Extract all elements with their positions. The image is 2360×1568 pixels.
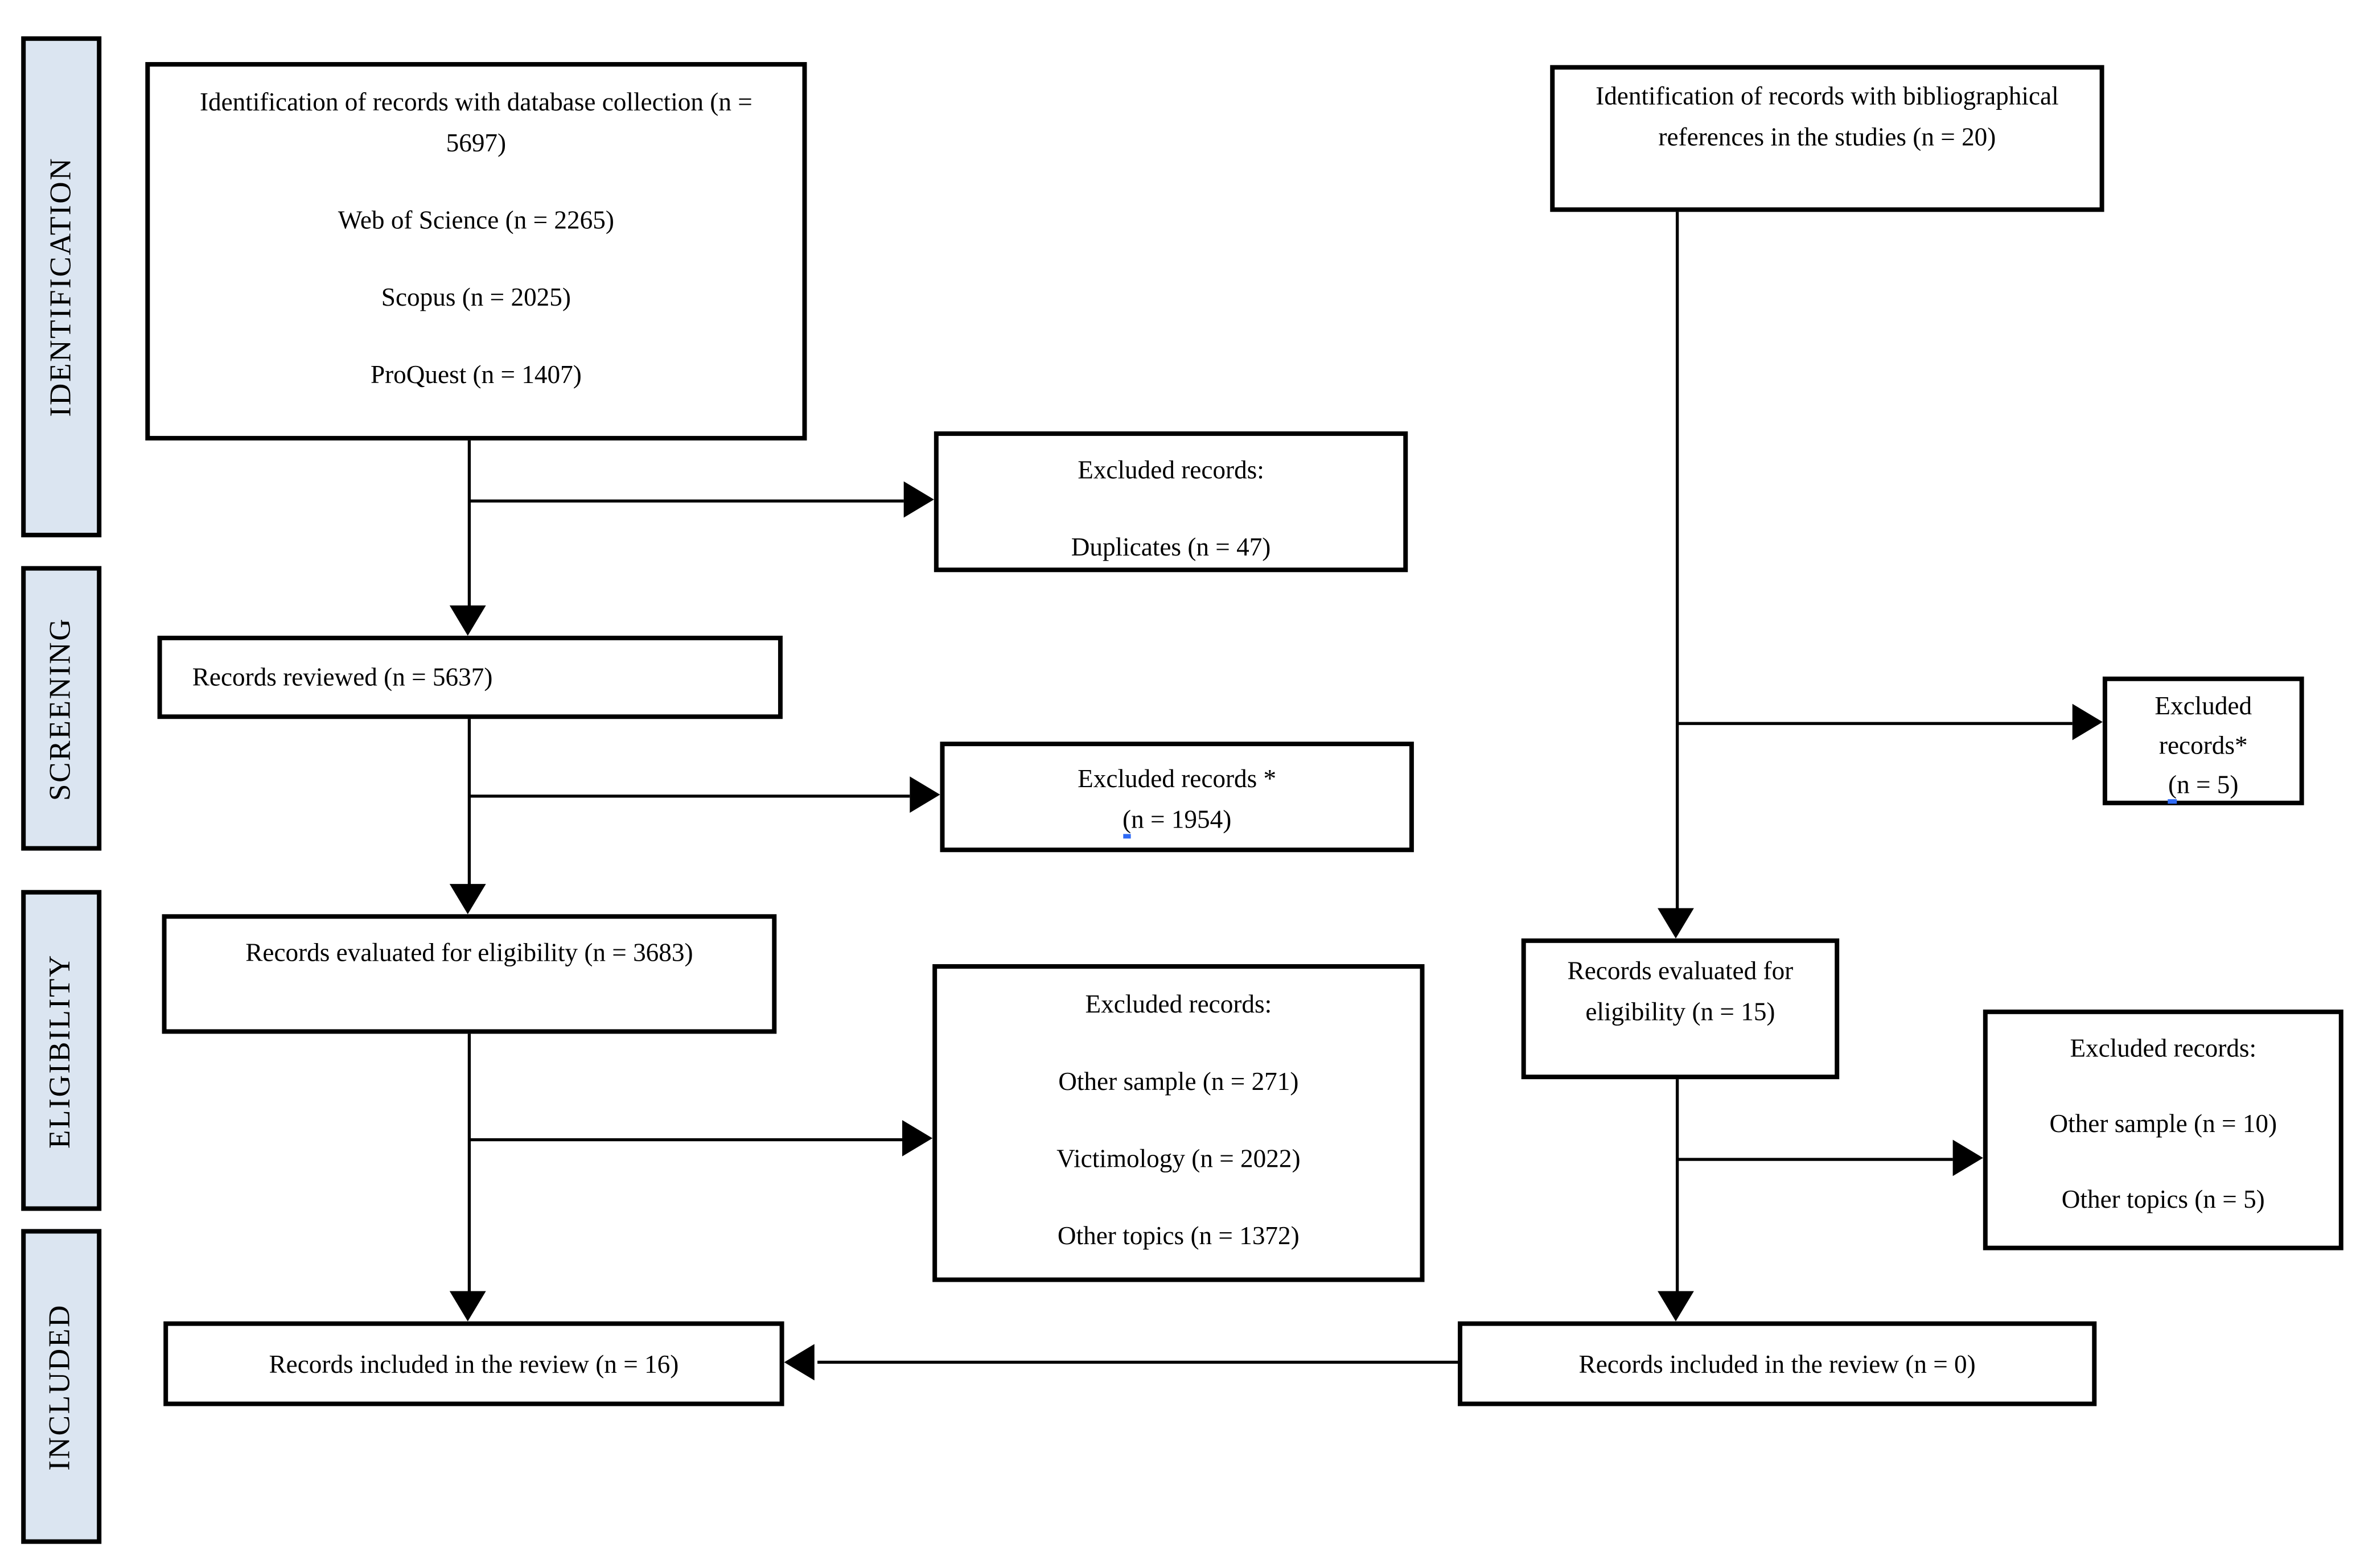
box-excluded-screening: Excluded records * (n = 1954) [940,742,1414,853]
excluded-item-other-topics: Other topics (n = 1372) [1057,1221,1300,1250]
connector-evaluated-right-to-included [1675,1079,1679,1294]
included-left-label: Records included in the review (n = 16) [269,1350,679,1379]
sidebar-phase-identification: IDENTIFICATION [21,36,102,538]
excluded-screening-line2: (n = 1954) [944,799,1409,840]
phase-label-screening: SCREENING [44,616,77,800]
source-proquest: ProQuest (n = 1407) [370,360,582,389]
grammar-underline-mark: ( [1123,805,1132,839]
connector-reviewed-to-evaluated [467,719,471,887]
box-bibliographic-identification: Identification of records with bibliogra… [1550,65,2104,212]
phase-label-eligibility: ELIGIBILITY [44,953,77,1148]
box-excluded-screening-right: Excluded records* (n = 5) [2102,676,2304,805]
box-excluded-eligibility-left: Excluded records: Other sample (n = 271)… [932,964,1425,1282]
arrowhead-right-icon [1952,1139,1983,1176]
source-web-of-science: Web of Science (n = 2265) [338,205,614,235]
arrowhead-right-icon [2072,703,2103,740]
excluded-item-other-sample: Other sample (n = 271) [1058,1067,1299,1096]
sidebar-phase-screening: SCREENING [21,566,102,851]
box-records-evaluated-right: Records evaluated for eligibility (n = 1… [1521,938,1840,1080]
box-excluded-eligibility-right: Excluded records: Other sample (n = 10) … [1983,1009,2343,1250]
phase-label-included: INCLUDED [44,1303,77,1470]
arrowhead-down-icon [1658,1291,1694,1322]
connector-included-right-to-left [817,1360,1458,1364]
connector-to-duplicates [469,499,904,503]
sidebar-phase-eligibility: ELIGIBILITY [21,890,102,1211]
excluded-duplicates-heading: Excluded records: [1078,455,1264,485]
box-database-identification: Identification of records with database … [145,62,807,441]
connector-to-excluded-eligibility-right [1677,1158,1953,1161]
box-excluded-duplicates: Excluded records: Duplicates (n = 47) [934,431,1408,573]
arrowhead-down-icon [449,605,486,636]
bibliographic-identification-title: Identification of records with bibliogra… [1596,81,2059,151]
excluded-screening-right-line1: Excluded [2155,692,2252,721]
arrowhead-right-icon [910,776,940,813]
excluded-eligibility-left-heading: Excluded records: [1085,990,1272,1019]
arrowhead-left-icon [784,1344,815,1381]
excluded-screening-line1: Excluded records * [1078,764,1277,793]
grammar-underline-mark: ( [2168,770,2177,804]
included-right-label: Records included in the review (n = 0) [1578,1350,1976,1379]
box-included-right: Records included in the review (n = 0) [1458,1321,2097,1406]
connector-to-excluded-screening [469,795,910,798]
box-included-left: Records included in the review (n = 16) [163,1321,784,1406]
connector-to-excluded-screening-right [1677,722,2073,725]
excluded-item-other-sample-right: Other sample (n = 10) [2049,1109,2277,1138]
box-records-evaluated-left: Records evaluated for eligibility (n = 3… [162,914,777,1034]
excluded-item-victimology: Victimology (n = 2022) [1056,1144,1301,1174]
connector-db-to-reviewed [467,440,471,609]
excluded-item-other-topics-right: Other topics (n = 5) [2061,1185,2265,1214]
excluded-screening-right-line2: records* [2158,731,2248,760]
arrowhead-right-icon [903,481,934,518]
database-identification-title: Identification of records with database … [199,88,753,158]
records-evaluated-right-label: Records evaluated for eligibility (n = 1… [1567,956,1794,1027]
connector-to-excluded-eligibility [469,1138,903,1142]
arrowhead-down-icon [449,884,486,915]
records-evaluated-left-label: Records evaluated for eligibility (n = 3… [245,938,693,968]
arrowhead-down-icon [1658,908,1694,939]
source-scopus: Scopus (n = 2025) [381,283,571,312]
excluded-duplicates-detail: Duplicates (n = 47) [1071,533,1271,562]
connector-bib-to-evaluated [1675,212,1679,911]
excluded-screening-right-line3: (n = 5) [2107,766,2300,805]
excluded-eligibility-right-heading: Excluded records: [2070,1034,2257,1063]
records-reviewed-label: Records reviewed (n = 5637) [192,662,493,692]
sidebar-phase-included: INCLUDED [21,1229,102,1544]
arrowhead-down-icon [449,1291,486,1322]
arrowhead-right-icon [902,1120,933,1157]
box-records-reviewed: Records reviewed (n = 5637) [157,635,783,719]
connector-evaluated-to-included [467,1034,471,1294]
phase-label-identification: IDENTIFICATION [44,157,77,417]
